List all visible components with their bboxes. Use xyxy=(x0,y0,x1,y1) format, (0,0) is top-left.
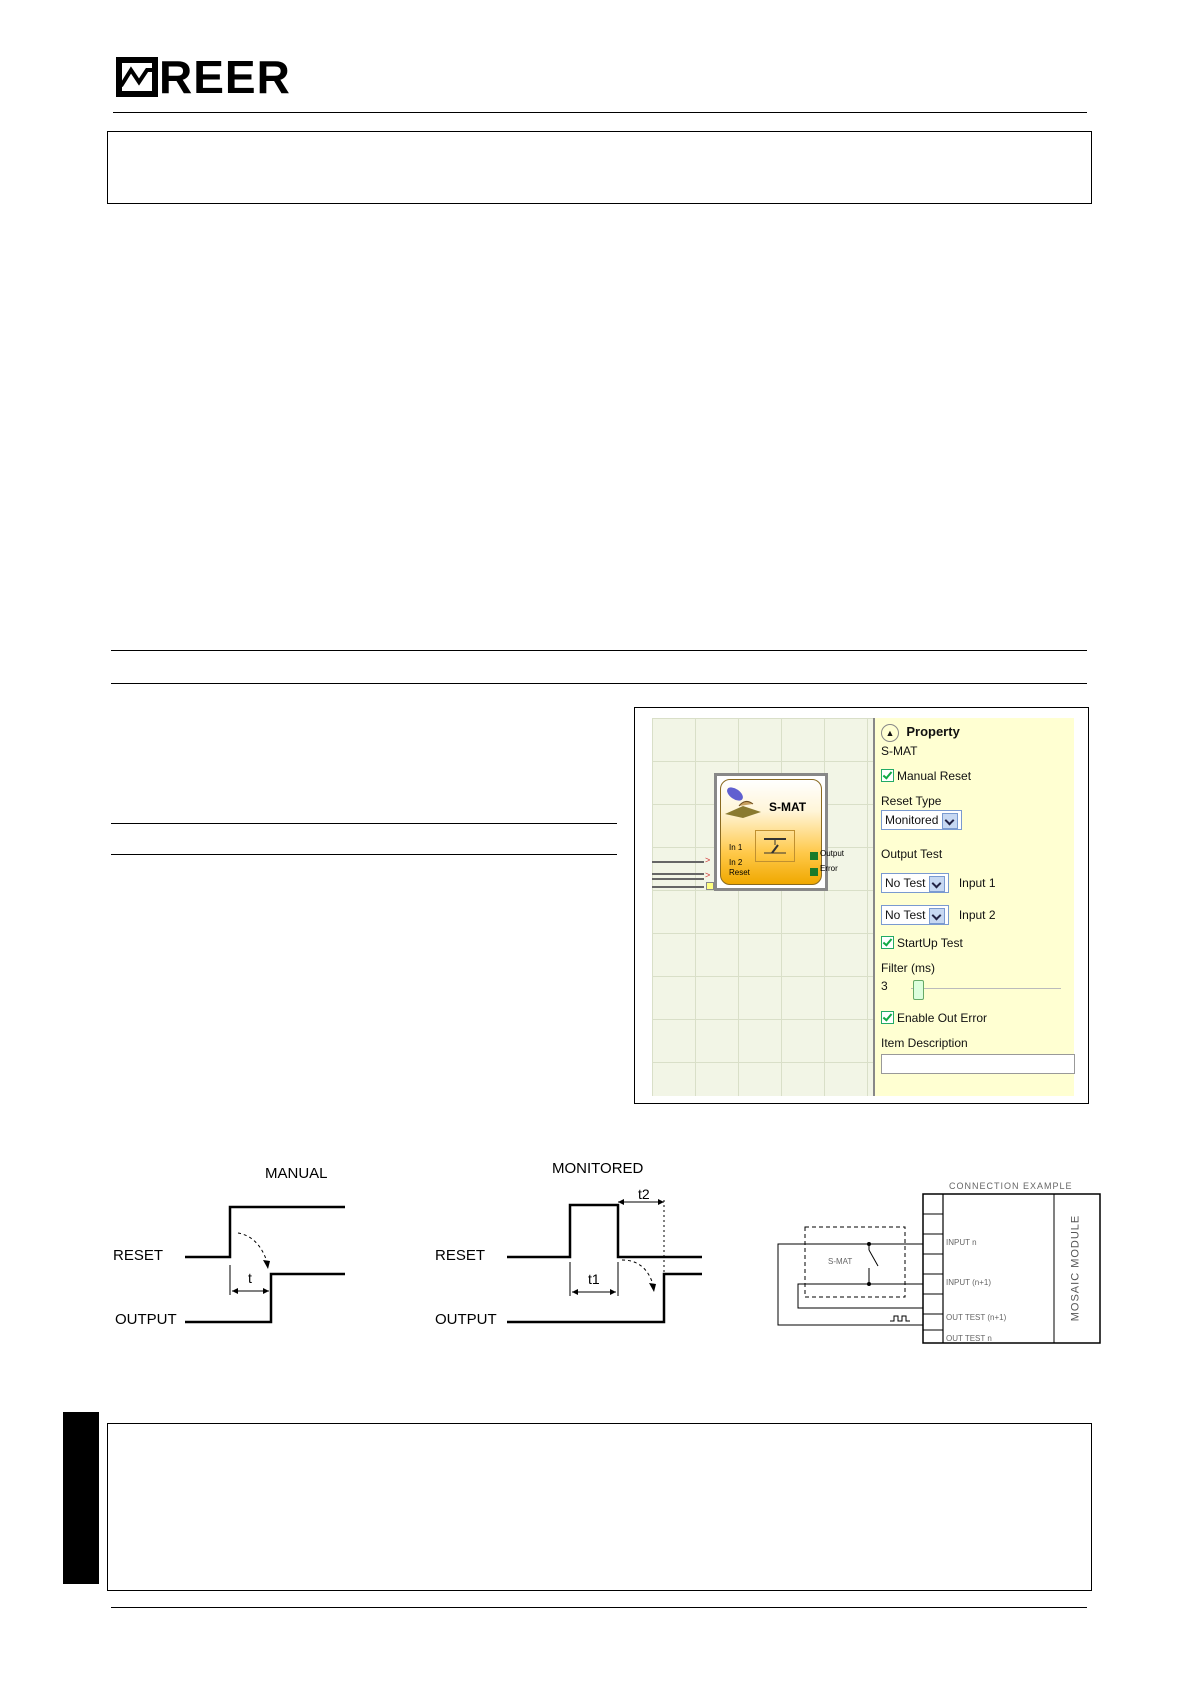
checkbox-icon xyxy=(881,1011,894,1024)
filter-label: Filter (ms) xyxy=(881,961,935,975)
filter-value: 3 xyxy=(881,979,888,993)
manual-reset-label: RESET xyxy=(113,1247,164,1264)
input-reset-label: Reset xyxy=(729,868,750,877)
reer-logo-icon xyxy=(116,57,158,97)
manual-waveform xyxy=(185,1205,345,1324)
subsection-rule-top xyxy=(111,823,617,824)
collapse-icon[interactable]: ▲ xyxy=(881,724,899,742)
test1-value: No Test xyxy=(885,876,926,890)
enable-out-error-label: Enable Out Error xyxy=(897,1011,988,1025)
property-title: Property xyxy=(906,724,960,740)
chevron-down-icon xyxy=(942,812,959,829)
pin-input-n1: INPUT (n+1) xyxy=(946,1278,991,1287)
output-label: Output xyxy=(820,849,845,858)
footer-rule xyxy=(111,1607,1087,1608)
software-screenshot: S-MAT In 1 In 2 Reset > > Output Error ▲… xyxy=(634,707,1089,1104)
test2-label: Input 2 xyxy=(958,908,996,922)
manual-reset-label: Manual Reset xyxy=(897,769,972,783)
mat-icon xyxy=(725,787,761,818)
reset-type-select[interactable]: Monitored xyxy=(881,810,963,830)
monitored-waveform xyxy=(507,1199,702,1325)
manual-title: MANUAL xyxy=(265,1165,328,1182)
note-frame xyxy=(107,1423,1092,1591)
slider-thumb[interactable] xyxy=(913,980,924,1000)
block-title: S-MAT xyxy=(769,800,807,814)
checkbox-icon xyxy=(881,936,894,949)
monitored-reset-label: RESET xyxy=(435,1247,486,1264)
device-label: S-MAT xyxy=(828,1257,853,1266)
manual-t-label: t xyxy=(248,1270,252,1286)
pin-outtest-n1: OUT TEST (n+1) xyxy=(946,1313,1007,1322)
checkbox-icon xyxy=(881,769,894,782)
module-label: MOSAIC MODULE xyxy=(1069,1214,1082,1322)
pin-input-n: INPUT n xyxy=(946,1238,977,1247)
startup-test-checkbox[interactable]: StartUp Test xyxy=(881,936,963,950)
logo-text: REER xyxy=(159,51,291,103)
connection-example-diagram: CONNECTION EXAMPLE S-MAT INPUT n INPUT (… xyxy=(768,1180,1103,1345)
property-subtitle: S-MAT xyxy=(881,744,918,758)
output-test-label: Output Test xyxy=(881,847,943,861)
test1-label: Input 1 xyxy=(958,876,996,890)
pin-outtest-n: OUT TEST n xyxy=(946,1334,992,1343)
design-canvas: S-MAT In 1 In 2 Reset > > Output Error xyxy=(652,718,875,1096)
section-rule-bottom xyxy=(111,683,1087,684)
test-input1-select[interactable]: No Test xyxy=(881,873,950,893)
side-tab-marker xyxy=(63,1412,99,1584)
monitored-t2-label: t2 xyxy=(638,1186,650,1202)
enable-out-error-checkbox[interactable]: Enable Out Error xyxy=(881,1011,987,1025)
block-symbol xyxy=(755,830,795,862)
connection-title: CONNECTION EXAMPLE xyxy=(949,1181,1073,1191)
section-rule-top xyxy=(111,650,1087,651)
input-wires xyxy=(652,861,704,888)
property-header: ▲ Property xyxy=(881,724,960,742)
s-mat-block[interactable]: S-MAT In 1 In 2 Reset xyxy=(714,773,828,891)
test-input1-row: No Test Input 1 xyxy=(881,873,996,893)
input-in2-label: In 2 xyxy=(729,858,743,867)
test2-value: No Test xyxy=(885,908,926,922)
reset-type-value: Monitored xyxy=(885,813,939,827)
monitored-output-label: OUTPUT xyxy=(435,1311,497,1328)
startup-test-label: StartUp Test xyxy=(897,936,963,950)
connection-wiring xyxy=(777,1193,1101,1344)
error-label: Error xyxy=(820,864,838,873)
property-panel: ▲ Property S-MAT Manual Reset Reset Type… xyxy=(875,718,1075,1096)
monitored-t1-label: t1 xyxy=(588,1271,600,1287)
pin-error-icon[interactable] xyxy=(810,868,818,876)
subsection-rule-bottom xyxy=(111,854,617,855)
monitored-timing-diagram: MONITORED t2 RESET OUTPUT t1 xyxy=(432,1160,712,1340)
test-input2-select[interactable]: No Test xyxy=(881,905,950,925)
item-description-label: Item Description xyxy=(881,1036,968,1050)
test-input2-row: No Test Input 2 xyxy=(881,905,996,925)
reset-type-label: Reset Type xyxy=(881,794,942,808)
monitored-title: MONITORED xyxy=(552,1160,644,1177)
input-in1-label: In 1 xyxy=(729,843,743,852)
manual-output-label: OUTPUT xyxy=(115,1311,177,1328)
manual-timing-diagram: MANUAL RESET OUTPUT t xyxy=(110,1165,350,1340)
s-mat-block-body: S-MAT In 1 In 2 Reset xyxy=(720,779,822,885)
chevron-down-icon xyxy=(929,875,946,892)
header-rule xyxy=(113,112,1087,113)
pin-output-icon[interactable] xyxy=(810,852,818,860)
pin-reset-icon xyxy=(706,882,714,890)
chevron-down-icon xyxy=(929,907,946,924)
title-frame xyxy=(107,131,1092,204)
manual-reset-checkbox[interactable]: Manual Reset xyxy=(881,769,971,783)
pin-in1-arrow-icon: > xyxy=(705,855,711,865)
item-description-input[interactable] xyxy=(881,1054,1075,1074)
pin-in2-arrow-icon: > xyxy=(705,870,711,880)
filter-slider[interactable] xyxy=(911,979,1061,1000)
